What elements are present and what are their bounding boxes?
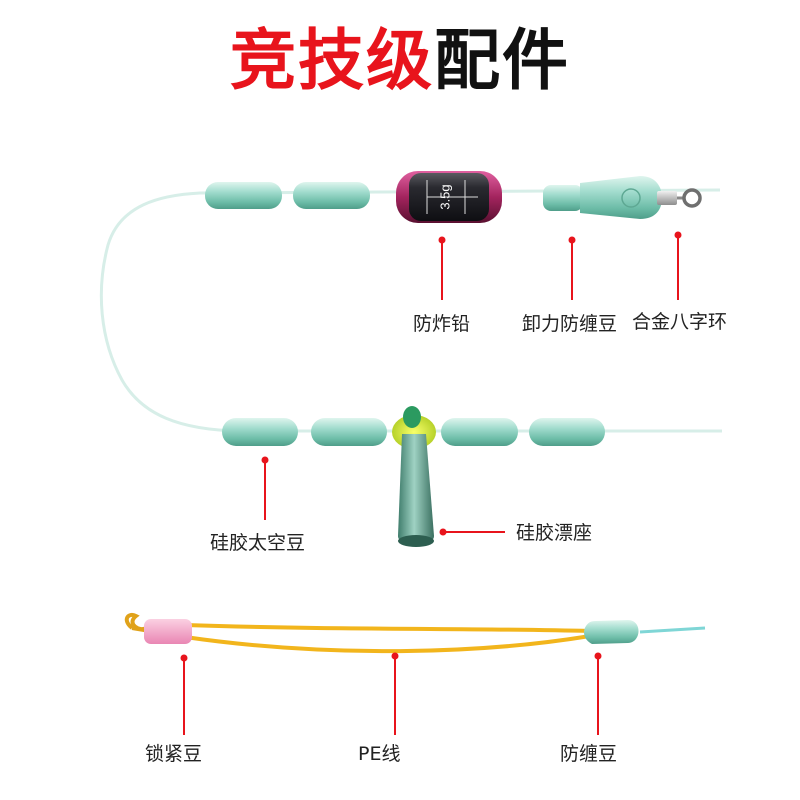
lock-bean-shape: [144, 619, 192, 644]
alloy-eight-ring: [657, 188, 702, 208]
label-silicone-float-seat: 硅胶漂座: [516, 522, 593, 544]
title-black-part: 配件: [434, 22, 570, 99]
label-anti-tangle-bean: 防缠豆: [560, 743, 618, 765]
sinker-weight: 3.5g: [437, 184, 452, 209]
sinker: 3.5g: [396, 171, 502, 223]
title-red-part: 竞技级: [230, 22, 434, 99]
label-silicone-space-bean: 硅胶太空豆: [210, 532, 306, 554]
label-lock-bean: 锁紧豆: [145, 743, 203, 765]
release-anti-tangle-bean: [543, 176, 662, 219]
label-release-anti-tangle-bean: 卸力防缠豆: [522, 313, 618, 335]
top-bean-1: [205, 182, 282, 209]
label-pe-line: PE线: [358, 743, 401, 765]
label-anti-explosion-lead: 防炸铅: [413, 313, 471, 335]
space-bean-1: [222, 418, 298, 446]
label-alloy-eight-ring: 合金八字环: [632, 311, 728, 333]
float-seat: [392, 406, 436, 547]
pointers: [180, 231, 682, 735]
space-bean-4: [529, 418, 605, 446]
page-title: 竞技级配件: [0, 28, 800, 94]
space-bean-2: [311, 418, 387, 446]
pe-line-assembly: [124, 613, 706, 654]
top-bean-2: [293, 182, 370, 209]
space-bean-3: [441, 418, 518, 446]
main-line: [99, 188, 722, 433]
